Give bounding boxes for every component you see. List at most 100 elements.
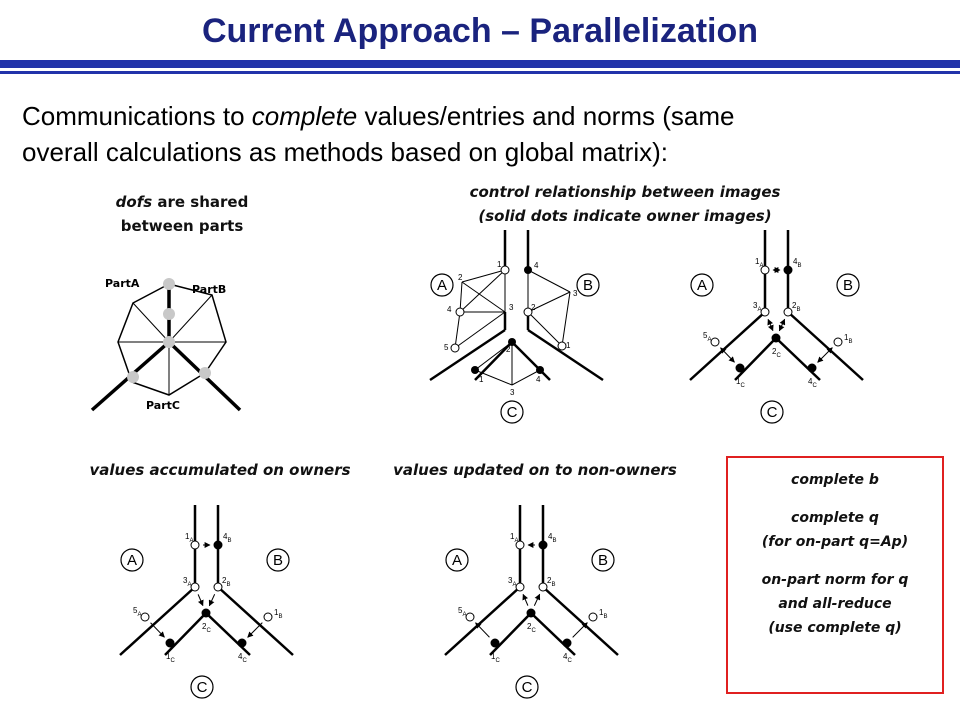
operations-box: complete b complete q (for on-part q=Ap)…: [726, 456, 944, 694]
node-label: 1B: [844, 333, 852, 345]
branch-line: [119, 586, 196, 656]
svg-text:1: 1: [497, 260, 502, 269]
nonowner-node-dot: [710, 337, 720, 347]
subdomain-b-label: B: [598, 552, 608, 569]
box-all-reduce: and all-reduce: [778, 596, 892, 612]
owner-node-dot: [490, 638, 500, 648]
subdomain-b-label: B: [273, 552, 283, 569]
svg-text:1: 1: [479, 375, 484, 384]
owner-node-dot: [526, 608, 536, 618]
svg-text:4: 4: [447, 305, 452, 314]
accumulated-caption: values accumulated on owners: [89, 461, 351, 479]
mesh-diagram: A B C 1 2 3 4 5 4 2 3 1 2 1 3 4: [429, 230, 604, 424]
subdomain-circle: [445, 548, 469, 572]
communication-arrow: [572, 622, 588, 638]
owner-node-dot: [237, 638, 247, 648]
node-label: 2B: [222, 576, 230, 588]
subdomain-b-label: B: [583, 277, 593, 294]
owner-node-dot: [213, 540, 223, 550]
communication-arrow: [522, 593, 529, 606]
nonowner-node-dot: [190, 582, 200, 592]
svg-text:4: 4: [534, 261, 539, 270]
branch-line: [489, 612, 532, 656]
intro-line1c: values/entries and norms (same: [357, 101, 735, 131]
intro-emphasis: complete: [251, 101, 358, 131]
svg-text:3: 3: [509, 303, 514, 312]
subdomain-circle: [690, 273, 714, 297]
svg-text:4: 4: [536, 375, 541, 384]
node-label: 1C: [491, 652, 500, 664]
communication-arrow: [533, 593, 541, 606]
branch-line: [542, 586, 619, 656]
subdomain-circle: [760, 400, 784, 424]
node-label: 1A: [755, 257, 763, 269]
subdomain-circle: [515, 675, 539, 699]
partition-caption: dofs are shared between parts: [92, 190, 272, 238]
subdomain-c-label: C: [197, 679, 208, 696]
box-on-part-q: (for on-part q=Ap): [761, 534, 909, 550]
node-label: 5A: [458, 606, 466, 618]
box-norm: on-part norm for q: [761, 572, 909, 588]
node-label: 2C: [527, 622, 536, 634]
intro-line1a: Communications to: [22, 101, 252, 131]
nonowner-node-dot: [190, 540, 200, 550]
node-label: 2C: [772, 347, 781, 359]
branch-line: [444, 586, 521, 656]
node-label: 4C: [563, 652, 572, 664]
nonowner-node-dot: [760, 265, 770, 275]
node-label: 4B: [548, 532, 556, 544]
node-label: 5A: [133, 606, 141, 618]
control-caption-line2: (solid dots indicate owner images): [478, 207, 772, 225]
shared-dof-dot: [163, 278, 175, 290]
box-complete-b: complete b: [791, 472, 879, 488]
subdomain-c-label: C: [767, 404, 778, 421]
node-label: 1A: [185, 532, 193, 544]
nonowner-node-dot: [515, 582, 525, 592]
control-caption: control relationship between images (sol…: [430, 180, 820, 228]
subdomain-a-label: A: [697, 277, 707, 294]
subdomain-circle: [190, 675, 214, 699]
nonowner-node-dot: [140, 612, 150, 622]
node-label: 2B: [792, 301, 800, 313]
branch-line: [205, 612, 251, 656]
owner-node-dot: [201, 608, 211, 618]
part-b-label: PartB: [192, 283, 226, 296]
subdomain-a-label: A: [437, 277, 447, 294]
node-label: 4B: [793, 257, 801, 269]
subdomain-c-label: C: [507, 404, 518, 421]
owner-node-dot: [165, 638, 175, 648]
communication-arrow: [720, 347, 735, 363]
nonowner-node-dot: [783, 307, 793, 317]
communication-arrow: [475, 622, 490, 638]
branch-line: [689, 311, 766, 381]
nonowner-node-dot: [213, 582, 223, 592]
node-label: 3A: [508, 576, 516, 588]
communication-arrow: [767, 318, 774, 332]
node-label: 4C: [238, 652, 247, 664]
owner-node-dot: [771, 333, 781, 343]
branch-line: [734, 337, 777, 381]
partition-caption-shared: are shared: [152, 193, 249, 211]
part-c-label: PartC: [146, 399, 180, 412]
owner-node-dot: [783, 265, 793, 275]
subdomain-a-label: A: [452, 552, 462, 569]
node-label: 2C: [202, 622, 211, 634]
updated-caption: values updated on to non-owners: [393, 461, 677, 479]
part-a-label: PartA: [105, 277, 140, 290]
node-label: 1A: [510, 532, 518, 544]
subdomain-circle: [836, 273, 860, 297]
branch-line: [775, 337, 821, 381]
node-label: 4B: [223, 532, 231, 544]
svg-text:2: 2: [506, 345, 511, 354]
branch-line: [217, 586, 294, 656]
box-complete-q: complete q: [791, 510, 879, 526]
communication-arrow: [150, 622, 165, 638]
communication-arrow: [197, 594, 204, 607]
partition-caption-between: between parts: [120, 217, 244, 235]
intro-line2: overall calculations as methods based on…: [22, 137, 669, 167]
owner-node-dot: [735, 363, 745, 373]
owner-node-dot: [538, 540, 548, 550]
